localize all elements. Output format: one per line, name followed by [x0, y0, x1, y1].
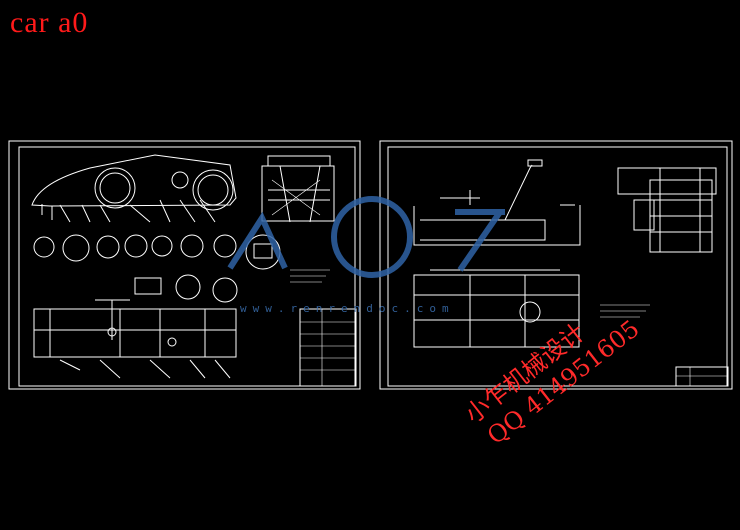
document-title: car a0 — [10, 6, 89, 39]
watermark-logo — [227, 196, 505, 278]
watermark-url: www.renrendoc.com — [240, 302, 455, 315]
